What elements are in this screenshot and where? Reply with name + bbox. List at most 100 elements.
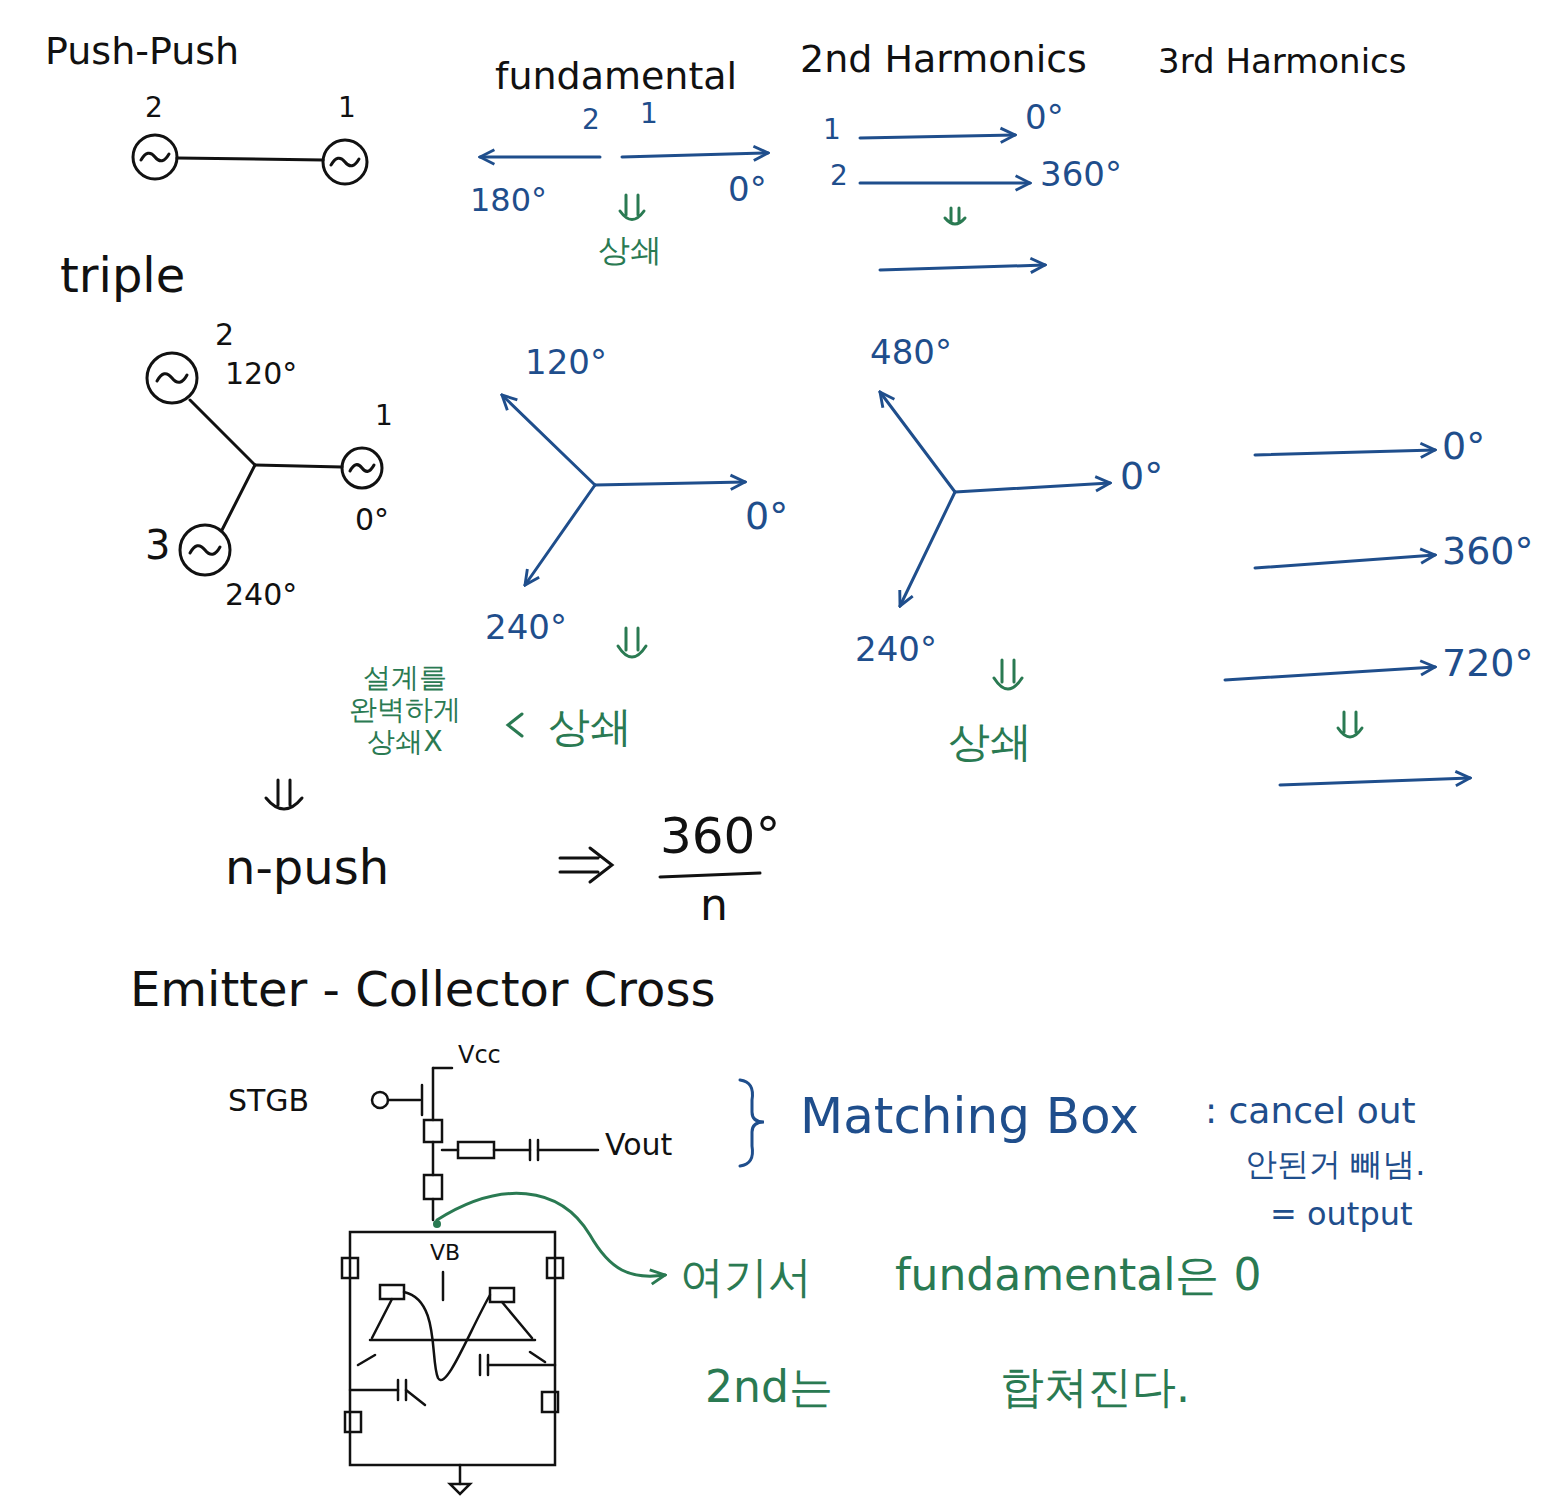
phasor-arrow — [880, 392, 955, 492]
note-label: 120° — [225, 357, 297, 392]
note-label: 3rd Harmonics — [1158, 42, 1407, 81]
note-label: fundamental — [495, 55, 737, 99]
phasor-arrow — [955, 483, 1110, 492]
note-label: 0° — [1120, 455, 1163, 499]
note-label: 120° — [525, 343, 607, 382]
note-label: 0° — [728, 170, 767, 209]
note-label: 360° — [1442, 530, 1534, 574]
transistor-symbol — [380, 1285, 404, 1299]
note-label: 1 — [375, 400, 393, 432]
sine-mark — [331, 158, 359, 166]
sine-mark — [350, 465, 374, 472]
wire — [388, 1099, 420, 1102]
note-label: 720° — [1442, 642, 1534, 686]
note-label: 360° — [660, 808, 780, 866]
wire — [432, 1068, 435, 1120]
phasor-arrow — [595, 482, 745, 485]
input-terminal — [372, 1092, 388, 1108]
transistor-symbol — [490, 1288, 514, 1302]
transistor-symbol — [342, 1258, 358, 1278]
note-label: 상쇄 — [948, 718, 1032, 766]
note-label: 2 — [145, 92, 163, 124]
note-label: = output — [1270, 1196, 1413, 1233]
note-label: n — [700, 880, 728, 931]
note-label: 2nd Harmonics — [800, 38, 1087, 82]
note-label: 합쳐진다. — [1000, 1362, 1190, 1413]
note-label: fundamental은 0 — [895, 1250, 1261, 1301]
down-arrow — [945, 208, 965, 224]
wire — [372, 1299, 392, 1338]
note-label: 480° — [870, 333, 952, 372]
callout-arrow — [437, 1193, 665, 1276]
source-symbol — [323, 140, 367, 184]
wire — [350, 1389, 398, 1392]
phasor-arrow — [525, 485, 595, 585]
note-label: 2 — [215, 318, 234, 353]
emitter-mark — [358, 1352, 545, 1365]
curly-brace — [740, 1080, 764, 1166]
note-label: 1 — [823, 114, 841, 146]
note-label: 안된거 빼냄. — [1245, 1146, 1425, 1183]
phasor-arrow — [502, 395, 595, 485]
phasor-arrow — [900, 492, 955, 606]
note-label: 0° — [745, 495, 788, 539]
phasor-arrow — [860, 135, 1015, 138]
capacitor-symbol — [397, 1380, 400, 1400]
capacitor-symbol — [529, 1140, 532, 1160]
gate-bar — [421, 1085, 424, 1115]
note-label: 360° — [1040, 155, 1122, 194]
transistor-symbol — [547, 1258, 563, 1278]
ground-symbol — [450, 1484, 470, 1494]
note-label: Vcc — [458, 1042, 501, 1070]
phasor-arrow — [1255, 555, 1435, 568]
wire — [442, 1272, 445, 1300]
core-loop — [350, 1232, 555, 1465]
note-label: 0° — [355, 503, 389, 538]
note-label: 0° — [1442, 425, 1485, 469]
down-arrow — [266, 780, 302, 809]
note-label: 2 — [582, 104, 600, 136]
note-label: 설계를 완벽하게 상쇄X — [335, 662, 475, 759]
wire — [494, 1149, 530, 1152]
wire — [190, 400, 255, 465]
sum-arrow — [1280, 778, 1470, 785]
note-label: 240° — [225, 578, 297, 613]
wire — [222, 465, 255, 530]
transistor-symbol — [542, 1392, 558, 1412]
note-label: 2nd는 — [705, 1362, 833, 1413]
note-label: 3 — [145, 522, 170, 568]
ground-wire — [459, 1465, 462, 1484]
wire — [502, 1302, 532, 1338]
note-label: 240° — [485, 608, 567, 647]
note-label: : cancel out — [1205, 1090, 1416, 1131]
wire — [177, 158, 323, 160]
wire — [442, 1149, 458, 1152]
wire — [255, 465, 342, 467]
wire — [370, 1339, 535, 1342]
wire — [488, 1364, 555, 1367]
transistor-symbol — [345, 1412, 361, 1432]
phasor-arrow — [1225, 667, 1435, 680]
pointer-chevron — [508, 714, 522, 736]
fraction-bar — [660, 873, 760, 877]
down-arrow — [1338, 712, 1362, 737]
cross-wire — [404, 1292, 490, 1380]
source-symbol — [133, 135, 177, 179]
note-label: 240° — [855, 630, 937, 669]
down-arrow — [620, 195, 644, 220]
source-symbol — [342, 448, 382, 488]
wire — [538, 1149, 598, 1152]
capacitor-symbol — [479, 1355, 482, 1375]
note-label: VB — [430, 1240, 460, 1265]
transistor-symbol — [424, 1120, 442, 1142]
note-label: 180° — [470, 182, 547, 219]
note-label: 여기서 — [680, 1252, 812, 1303]
note-label: Vout — [605, 1128, 672, 1163]
source-symbol — [147, 353, 197, 403]
note-label: Emitter - Collector Cross — [130, 962, 715, 1017]
sine-mark — [157, 374, 187, 383]
note-label: STGB — [228, 1084, 309, 1119]
sine-mark — [141, 153, 169, 161]
down-arrow — [618, 628, 646, 657]
